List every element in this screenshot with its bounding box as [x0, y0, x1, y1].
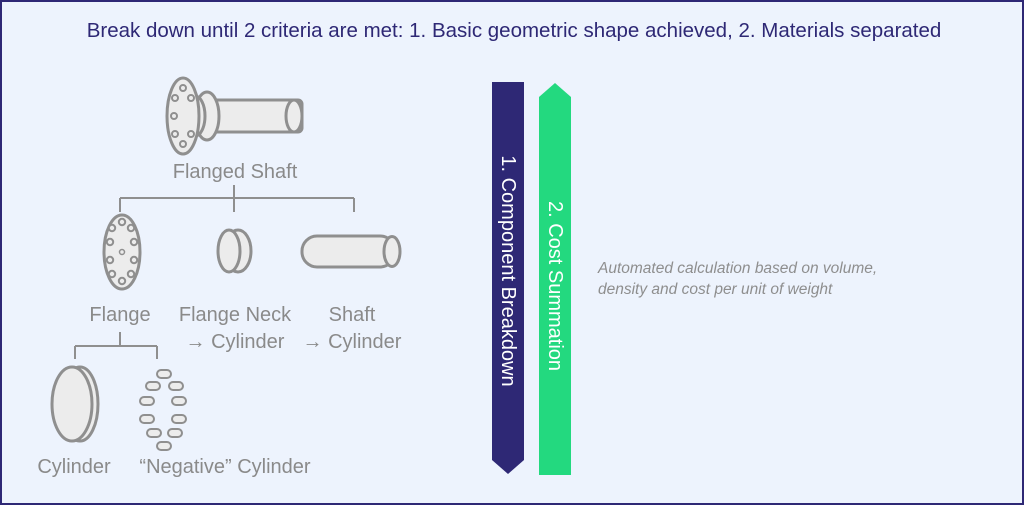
negative-cylinders-icon — [139, 369, 187, 451]
cylinder-label: Cylinder — [37, 456, 111, 478]
flange-neck-label: Flange Neck — [178, 304, 292, 326]
page-title: Break down until 2 criteria are met: 1. … — [86, 19, 942, 42]
shaft-label: Shaft — [328, 304, 376, 326]
component-breakdown-arrow — [492, 82, 524, 474]
flange-neck-result-label: → Cylinder — [185, 331, 285, 353]
flange-label: Flange — [89, 304, 151, 326]
shaft-result-label: → Cylinder — [302, 331, 402, 353]
calculation-note-line1: Automated calculation based on volume, — [598, 260, 878, 277]
flanged-shaft-label: Flanged Shaft — [172, 161, 298, 183]
flange-icon — [102, 213, 142, 291]
calculation-note: Automated calculation based on volume, d… — [598, 258, 877, 300]
cost-summation-arrow — [539, 83, 571, 475]
shaft-cylinder-icon — [300, 234, 402, 269]
flanged-shaft-icon — [165, 76, 304, 156]
negative-cylinder-label: “Negative” Cylinder — [139, 456, 311, 478]
cylinder-disc-icon — [50, 365, 100, 443]
tree-connector-level1 — [119, 185, 355, 212]
tree-connector-level2 — [74, 332, 158, 359]
cost-summation-label: 2. Cost Summation — [544, 200, 566, 372]
calculation-note-line2: density and cost per unit of weight — [598, 281, 833, 298]
flange-neck-cylinder-icon — [216, 228, 253, 274]
component-breakdown-label: 1. Component Breakdown — [497, 155, 519, 387]
